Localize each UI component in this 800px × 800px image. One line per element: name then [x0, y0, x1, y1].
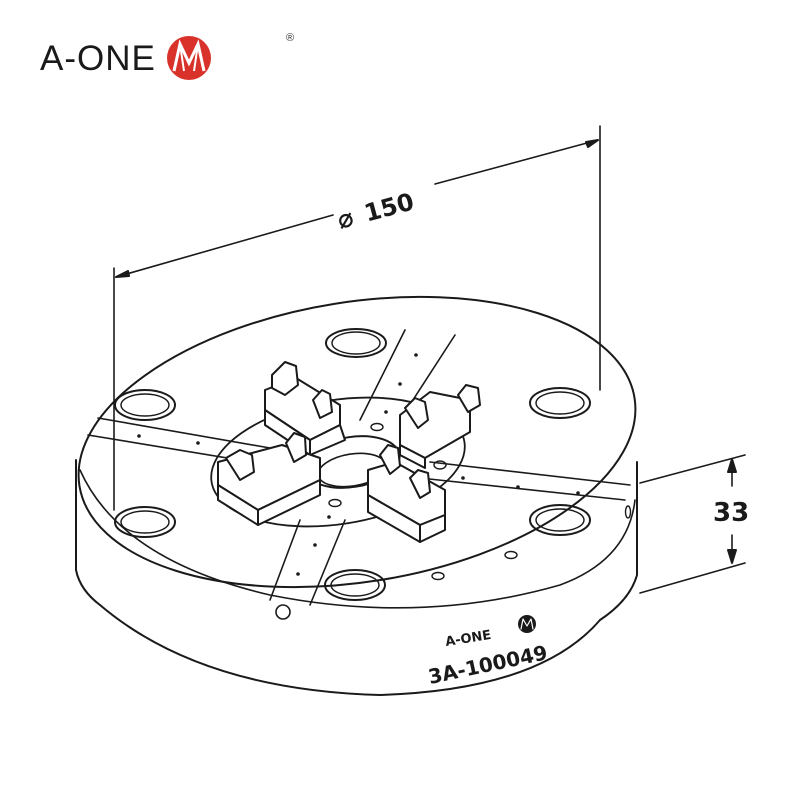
jaw-back-right — [399, 384, 481, 469]
brand-mark-icon — [166, 36, 211, 80]
body-brand-emblem-icon — [518, 615, 536, 633]
height-value: 33 — [713, 498, 749, 528]
registered-mark: ® — [286, 32, 295, 44]
diameter-value: 150 — [361, 188, 417, 228]
jaw-back-left — [264, 361, 346, 456]
slot-dots — [137, 353, 580, 576]
body-brand-text: A-ONE — [444, 628, 492, 650]
radial-slots — [87, 329, 631, 606]
jaw-front-left — [217, 432, 321, 526]
chuck-body — [75, 295, 638, 696]
diameter-label: ⌀ 150 — [334, 188, 417, 236]
jaw-front-right — [367, 444, 446, 543]
body-brand-label: A-ONE — [444, 628, 492, 650]
diameter-symbol: ⌀ — [334, 203, 357, 236]
mounting-holes — [114, 328, 632, 620]
brand-logo: A-ONE ® — [40, 32, 294, 80]
height-dimension — [639, 454, 746, 594]
brand-name: A-ONE — [40, 38, 156, 78]
diameter-dimension — [113, 125, 601, 511]
